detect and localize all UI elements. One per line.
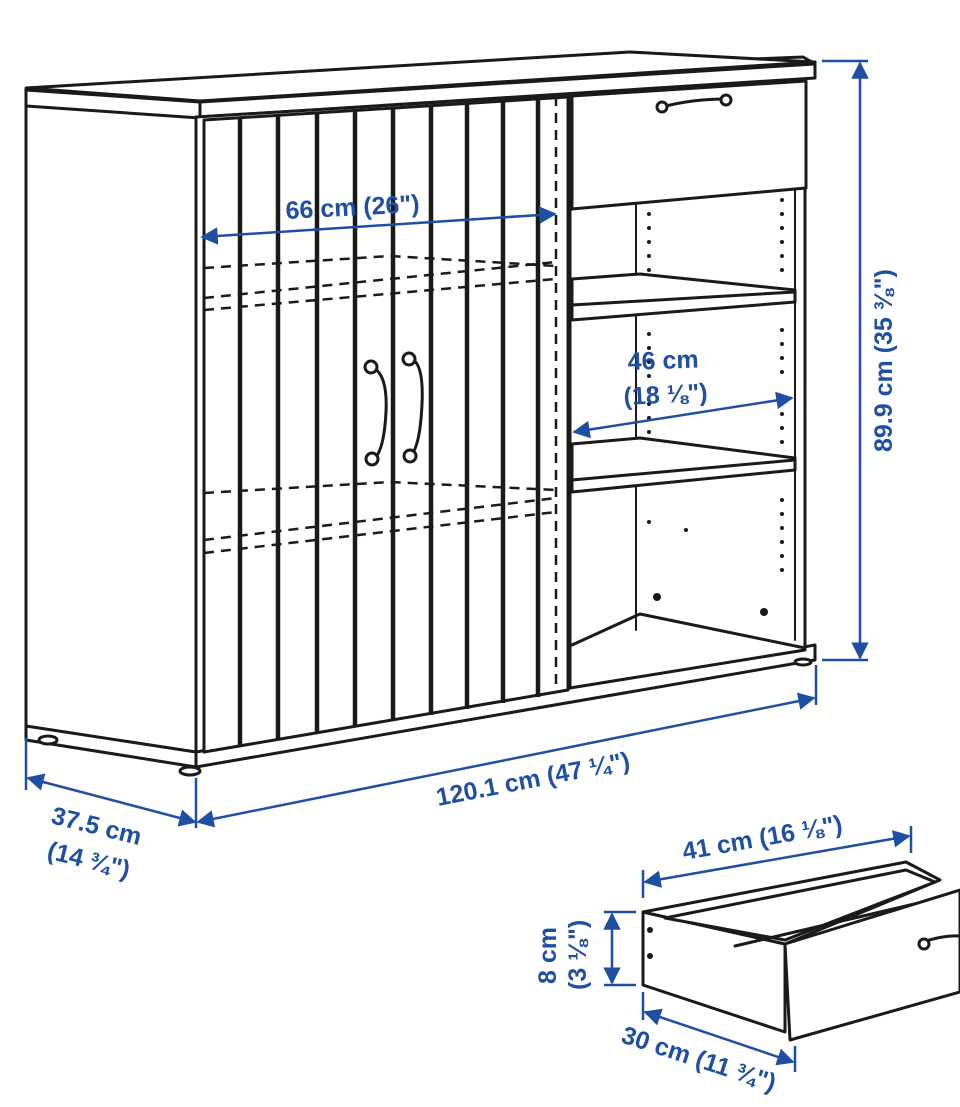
dimension-total-width-line [196, 692, 816, 828]
cabinet-foot [793, 657, 813, 667]
dimension-depth-line [26, 773, 197, 827]
label-total-width: 120.1 cm (47 ¼") [434, 747, 632, 812]
drawer-illustration [641, 860, 960, 1042]
drawer-front-panel [783, 888, 960, 1042]
label-drawer-height-in: (3 ⅛") [564, 920, 592, 990]
cabinet-foot [178, 765, 202, 777]
dimension-top-width-line [200, 206, 557, 245]
label-height: 89.9 cm (35 ⅜") [870, 269, 898, 452]
cabinet-drawer-front [570, 79, 808, 211]
shelf-peg-holes [647, 198, 784, 616]
label-drawer-width: 41 cm (16 ⅛") [680, 810, 844, 866]
label-drawer-depth: 30 cm (11 ¾") [618, 1021, 779, 1097]
door-handles [363, 351, 424, 467]
compartment-floor [570, 612, 807, 650]
dimension-drawer-depth-line [643, 1008, 795, 1066]
cabinet-side-panel [24, 101, 198, 757]
label-shelf-width-cm: 46 cm [627, 346, 699, 376]
shelf-lower [570, 436, 797, 494]
dimension-lines [24, 59, 913, 1072]
cabinet-top-front-edge [198, 62, 817, 119]
dimension-drawer-width-line [643, 830, 911, 888]
hidden-shelves [203, 254, 557, 555]
dimension-shelf-width-line [572, 391, 794, 439]
cabinet-foot [37, 734, 59, 746]
label-drawer-height-cm: 8 cm [534, 927, 562, 984]
label-shelf-width-in: (18 ⅛") [623, 379, 708, 411]
